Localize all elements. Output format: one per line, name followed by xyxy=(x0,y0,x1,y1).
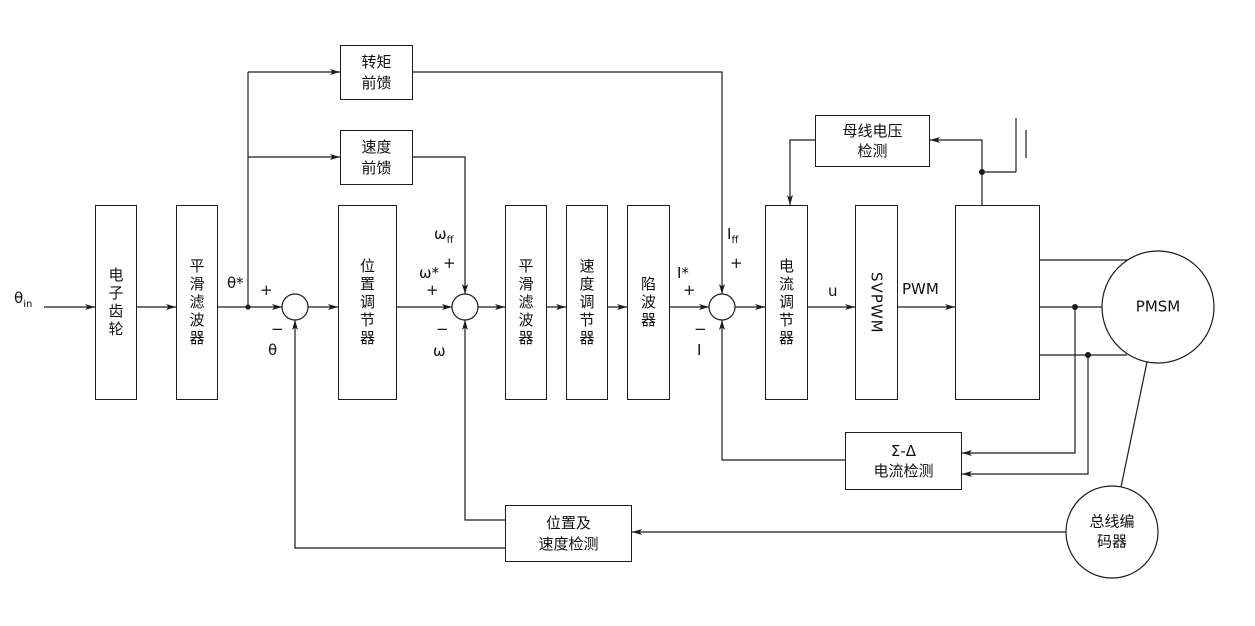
encoder-label-line2: 码器 xyxy=(1096,532,1128,550)
block-smoothing-filter-2: 平滑滤波器 xyxy=(505,205,547,400)
block-label: 位置及 速度检测 xyxy=(538,513,598,554)
wire-shaft xyxy=(1120,361,1148,488)
label-omega-ff-sub: ff xyxy=(446,235,454,246)
sum-junction-current xyxy=(708,293,736,321)
sign-minus-sum2: − xyxy=(436,320,449,338)
block-notch-filter: 陷波器 xyxy=(627,205,670,400)
sign-minus-sum1: − xyxy=(271,320,284,338)
sum-junction-speed xyxy=(451,293,479,321)
block-label: 转矩 前馈 xyxy=(361,52,391,93)
block-label-line1: 转矩 xyxy=(361,53,392,72)
block-label-line1: 速度 xyxy=(361,138,392,157)
wire-current-feedback xyxy=(719,320,845,461)
label-current-ff-base: I xyxy=(727,225,732,243)
sum-junction-position xyxy=(281,293,309,321)
pmsm-label: PMSM xyxy=(1135,297,1181,316)
junction-dot-branch xyxy=(245,304,251,310)
block-label: SVPWM xyxy=(867,271,886,334)
block-label-line2: 前馈 xyxy=(361,73,392,92)
block-label: 位置调节器 xyxy=(358,257,376,348)
block-label-line2: 速度检测 xyxy=(538,534,599,553)
label-theta-in: θin xyxy=(14,291,32,310)
block-position-speed-detection: 位置及 速度检测 xyxy=(505,505,632,562)
label-omega-ff-base: ω xyxy=(434,225,447,243)
block-label: 速度调节器 xyxy=(577,257,596,348)
wires xyxy=(44,69,1215,579)
label-pwm: PWM xyxy=(902,280,939,298)
battery-icon xyxy=(982,118,1027,173)
label-theta-in-base: θ xyxy=(14,289,24,307)
block-inverter xyxy=(955,205,1040,400)
tap-dot-phase-2 xyxy=(1072,304,1078,310)
wire-speed-ff xyxy=(413,156,468,294)
sign-plus-top-sum3: + xyxy=(730,254,743,272)
label-theta-ref: θ* xyxy=(227,274,244,292)
label-omega-ff: ωff xyxy=(434,227,453,246)
sign-minus-sum3: − xyxy=(694,320,707,338)
label-current-feedback: I xyxy=(697,341,702,359)
block-svpwm: SVPWM xyxy=(855,205,898,400)
sign-plus-sum1: + xyxy=(260,281,273,299)
label-theta-feedback: θ xyxy=(268,341,278,359)
block-sigma-delta-current-detection: Σ-Δ 电流检测 xyxy=(845,432,962,490)
block-speed-regulator: 速度调节器 xyxy=(566,205,608,400)
wire-bus-voltage-in xyxy=(930,137,983,172)
block-label: Σ-Δ 电流检测 xyxy=(873,441,933,482)
block-position-regulator: 位置调节器 xyxy=(338,205,397,400)
block-label: 平滑滤波器 xyxy=(516,257,535,348)
block-current-regulator: 电流调节器 xyxy=(765,205,808,400)
label-current-ref: I* xyxy=(677,264,689,282)
wire-position-feedback xyxy=(292,320,505,549)
block-label: 电子齿轮 xyxy=(106,266,125,339)
label-u: u xyxy=(828,282,838,300)
label-omega-feedback: ω xyxy=(433,342,446,360)
block-label: 平滑滤波器 xyxy=(187,257,206,348)
label-current-ff: Iff xyxy=(727,227,738,246)
block-label: 陷波器 xyxy=(639,275,657,330)
block-label-line2: 前馈 xyxy=(361,158,392,177)
block-torque-feedforward: 转矩 前馈 xyxy=(340,45,413,100)
block-speed-feedforward: 速度 前馈 xyxy=(340,130,413,185)
block-label: 母线电压 检测 xyxy=(842,121,902,162)
block-smoothing-filter-1: 平滑滤波器 xyxy=(176,205,218,400)
block-label-line2: 检测 xyxy=(857,142,888,160)
wire-speed-feedback xyxy=(462,320,505,521)
label-current-ff-sub: ff xyxy=(731,235,739,246)
block-electronic-gear: 电子齿轮 xyxy=(95,205,137,400)
encoder-label: 总线编 码器 xyxy=(1089,513,1134,552)
encoder-circle xyxy=(1065,485,1159,579)
junction-dot-dc xyxy=(979,169,985,175)
sign-plus-sum3: + xyxy=(683,281,696,299)
block-label-line2: 电流检测 xyxy=(873,462,934,480)
block-label-line1: Σ-Δ xyxy=(890,441,917,460)
label-omega-ref: ω* xyxy=(419,264,440,282)
wire-bus-voltage-out xyxy=(787,139,815,205)
sign-plus-top-sum2: + xyxy=(443,254,456,272)
label-theta-in-sub: in xyxy=(23,299,33,310)
wire-current-sense-2 xyxy=(962,355,1089,477)
block-label: 电流调节器 xyxy=(777,257,795,348)
block-label-line1: 位置及 xyxy=(545,514,591,533)
tap-dot-phase-3 xyxy=(1085,352,1091,358)
encoder-label-line1: 总线编 xyxy=(1089,512,1135,531)
block-bus-voltage-detection: 母线电压 检测 xyxy=(815,115,930,167)
wire-torque-ff xyxy=(413,71,725,294)
wire-current-sense-1 xyxy=(962,307,1076,456)
block-label-line1: 母线电压 xyxy=(842,121,903,140)
block-label: 速度 前馈 xyxy=(361,137,391,178)
sign-plus-sum2: + xyxy=(426,281,439,299)
pmsm-circle xyxy=(1101,250,1215,364)
